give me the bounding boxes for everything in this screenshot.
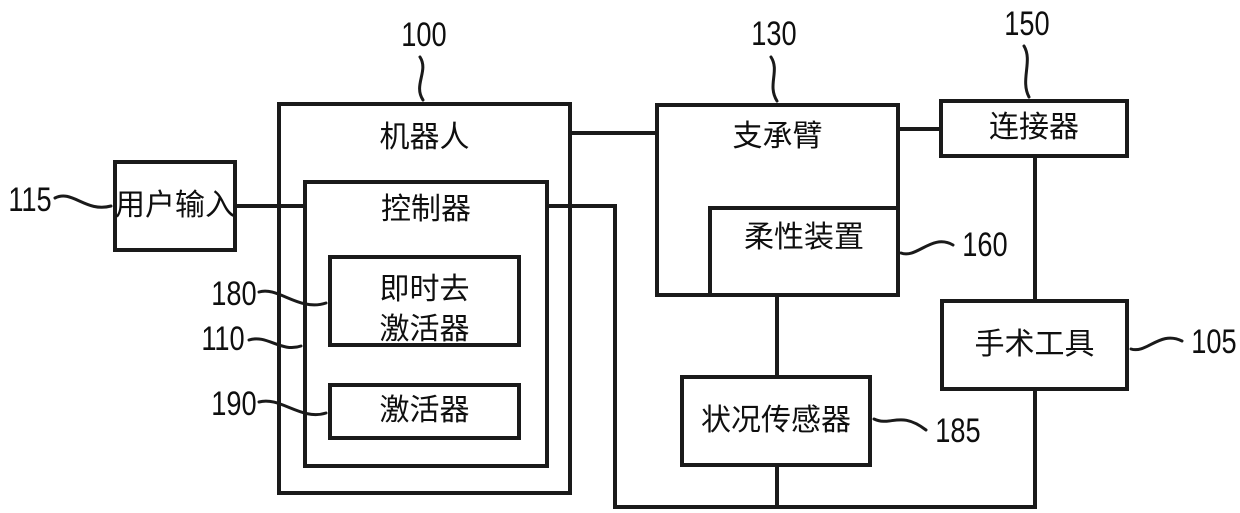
ref-label-130: 130 (751, 15, 797, 53)
ref-label-150: 150 (1004, 5, 1050, 43)
connection-robot-to-support-arm (572, 131, 657, 135)
ref-label-180: 180 (211, 275, 257, 313)
ref-label-185: 185 (935, 412, 981, 450)
activator-label: 激活器 (379, 393, 470, 428)
user-input-label: 用户输入 (115, 188, 235, 223)
connection-controller-downline (613, 204, 617, 509)
leader-line-100 (418, 55, 425, 102)
flexible-device-label: 柔性装置 (744, 220, 864, 255)
ref-label-115: 115 (8, 181, 52, 219)
instant-deactivator-label-line2: 激活器 (379, 312, 470, 347)
leader-line-115 (53, 194, 113, 209)
leader-line-185 (872, 417, 928, 432)
support-arm-label: 支承臂 (732, 119, 823, 154)
ref-label-160: 160 (962, 226, 1008, 264)
connector-box (939, 99, 1129, 158)
condition-sensor-label: 状况传感器 (701, 403, 851, 438)
activator-box (328, 383, 521, 440)
connection-surgical-tool-to-bus (1033, 389, 1037, 509)
controller-label: 控制器 (381, 192, 471, 227)
surgical-tool-label: 手术工具 (974, 327, 1095, 362)
flexible-device-box (708, 206, 900, 297)
ref-label-100: 100 (401, 16, 447, 54)
instant-deactivator-box (328, 255, 521, 347)
ref-label-190: 190 (211, 385, 257, 423)
connection-sensor-to-bus (775, 465, 779, 509)
connection-controller-to-downline (549, 204, 617, 208)
leader-line-105 (1129, 336, 1184, 352)
ref-label-105: 105 (1191, 323, 1237, 361)
connection-connector-to-surgical-tool (1033, 156, 1037, 301)
connection-bottom-bus (613, 505, 1037, 509)
connection-support-arm-to-connector (898, 127, 941, 131)
connection-flexible-device-to-sensor (775, 295, 779, 377)
ref-label-110: 110 (201, 320, 245, 358)
robot-label: 机器人 (379, 120, 470, 155)
surgical-tool-box (940, 299, 1129, 391)
user-input-box (113, 160, 237, 252)
connection-user-input-to-controller (237, 204, 305, 208)
leader-line-130 (769, 55, 779, 103)
leader-line-160 (899, 240, 955, 256)
connector-label: 连接器 (989, 110, 1079, 145)
instant-deactivator-label: 即时去 激活器 (328, 270, 521, 350)
instant-deactivator-label-line1: 即时去 (379, 272, 470, 307)
leader-line-150 (1022, 44, 1031, 99)
